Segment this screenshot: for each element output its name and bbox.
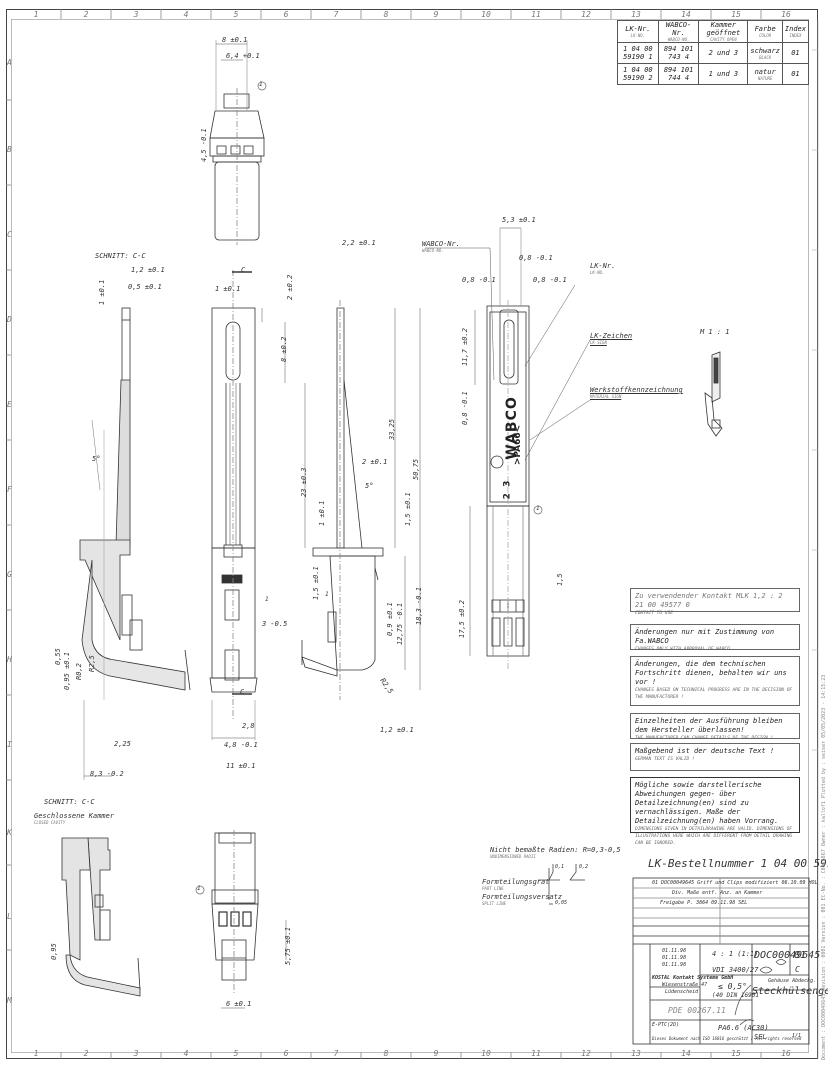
note-german-text: Maßgebend ist der deutsche Text !GERMAN … (630, 743, 800, 771)
section-title: SCHNITT: C-C (44, 798, 95, 806)
drawn-by: SEL (754, 1033, 767, 1041)
title-small: Gehäuse Abdeckg. (768, 978, 817, 984)
cell-wabco: 894 101 743 4 (657, 42, 700, 64)
note-technical-progress: Änderungen, die dem technischen Fortschr… (630, 656, 800, 706)
tolerance-standard: (40 DIN 16901 (712, 992, 759, 999)
copyright: Dieses Dokument nach ISO 16016 geschützt… (652, 1036, 802, 1041)
cell-wabco: 894 101 744 4 (657, 63, 700, 85)
cell-kammer: 1 und 3 (698, 63, 749, 85)
header-lk-nr: LK-Nr.LK-NO. (617, 20, 659, 43)
variant-table-header: LK-Nr.LK-NO. WABCO-Nr.WABCO-NO. Kammer g… (617, 20, 810, 43)
section-mark-c: C (240, 688, 245, 696)
note-changes-approval: Änderungen nur mit Zustimmung von Fa.WAB… (630, 624, 800, 652)
standard-value: VDI 3400/27 (712, 966, 759, 974)
label-lk-nr: LK-Nr.LK-NO. (590, 262, 616, 275)
balloon-1: 1 (325, 591, 329, 598)
cavity-numbers: 2 3 (502, 480, 513, 500)
section-title: SCHNITT: C-C (95, 252, 146, 260)
balloon-1: 1 (259, 81, 263, 88)
material-marking: >PA66< (513, 424, 524, 466)
revision-row: Div. Maße entf. Anz. an Kammer (672, 890, 763, 896)
table-row: 1 04 00 59190 1 894 101 743 4 2 und 3 sc… (617, 42, 810, 64)
tolerance-value: ≤ 0,5° (718, 982, 747, 991)
table-row: 1 04 00 59190 2 894 101 744 4 1 und 3 na… (617, 63, 810, 85)
balloon-1: 1 (197, 885, 201, 892)
project-number: PDE 00267.11 (668, 1006, 726, 1015)
note-manufacturer-details: Einzelheiten der Ausführung bleiben dem … (630, 713, 800, 741)
cell-lk: 1 04 00 59190 1 (617, 42, 659, 64)
revision-row: 01 DOC00049645 Griff und Clips modifizie… (652, 880, 818, 886)
scale-value: 4 : 1 (1:1) (712, 950, 759, 958)
sheet-format: C (795, 965, 800, 974)
note-contact: Zu verwendender Kontakt MLK 1,2 : 2 21 0… (630, 588, 800, 616)
revision-row: Freigabe P. 3864 09.11.98 SEL (660, 900, 748, 906)
label-wabco-nr: WABCO-Nr.WABCO-NO. (422, 240, 460, 253)
cell-index: 01 (781, 63, 810, 85)
document-index: 01 (794, 950, 807, 961)
company-city: Lüdenscheid (665, 989, 699, 995)
drawing-frame (6, 9, 818, 1059)
section-mark-c: C (241, 266, 246, 274)
note-deviations: Mögliche sowie darstellerische Abweichun… (630, 777, 800, 846)
material-value: PA6.6 (AC30) (718, 1024, 769, 1032)
header-wabco-nr: WABCO-Nr.WABCO-NO. (657, 20, 700, 43)
plot-info: Document : DOC00049645 Revision : 0001 V… (821, 674, 827, 1060)
drawing-title: Steckhülsengeh. 3-pol. (752, 986, 828, 997)
drawing-inner-border (11, 19, 809, 1053)
variant-table: LK-Nr.LK-NO. WABCO-Nr.WABCO-NO. Kammer g… (617, 20, 810, 85)
cell-kammer: 2 und 3 (698, 42, 749, 64)
balloon-1: 1 (265, 596, 269, 603)
cell-index: 01 (781, 42, 810, 64)
sheet-number: 1/1 (792, 1033, 802, 1039)
iso-scale-label: M 1 : 1 (700, 328, 730, 336)
order-number: LK-Bestellnummer 1 04 00 59190 1 oder 2 (648, 857, 828, 870)
cell-lk: 1 04 00 59190 2 (617, 63, 659, 85)
company-street: Wiesenstraße 47 (662, 982, 708, 988)
balloon-1: 1 (536, 505, 540, 512)
document-number: DOC00049645 (754, 950, 821, 961)
company-name: KOSTAL Kontakt Systeme GmbH (652, 975, 734, 981)
cad-system: E-PTC(2D) (652, 1022, 680, 1028)
